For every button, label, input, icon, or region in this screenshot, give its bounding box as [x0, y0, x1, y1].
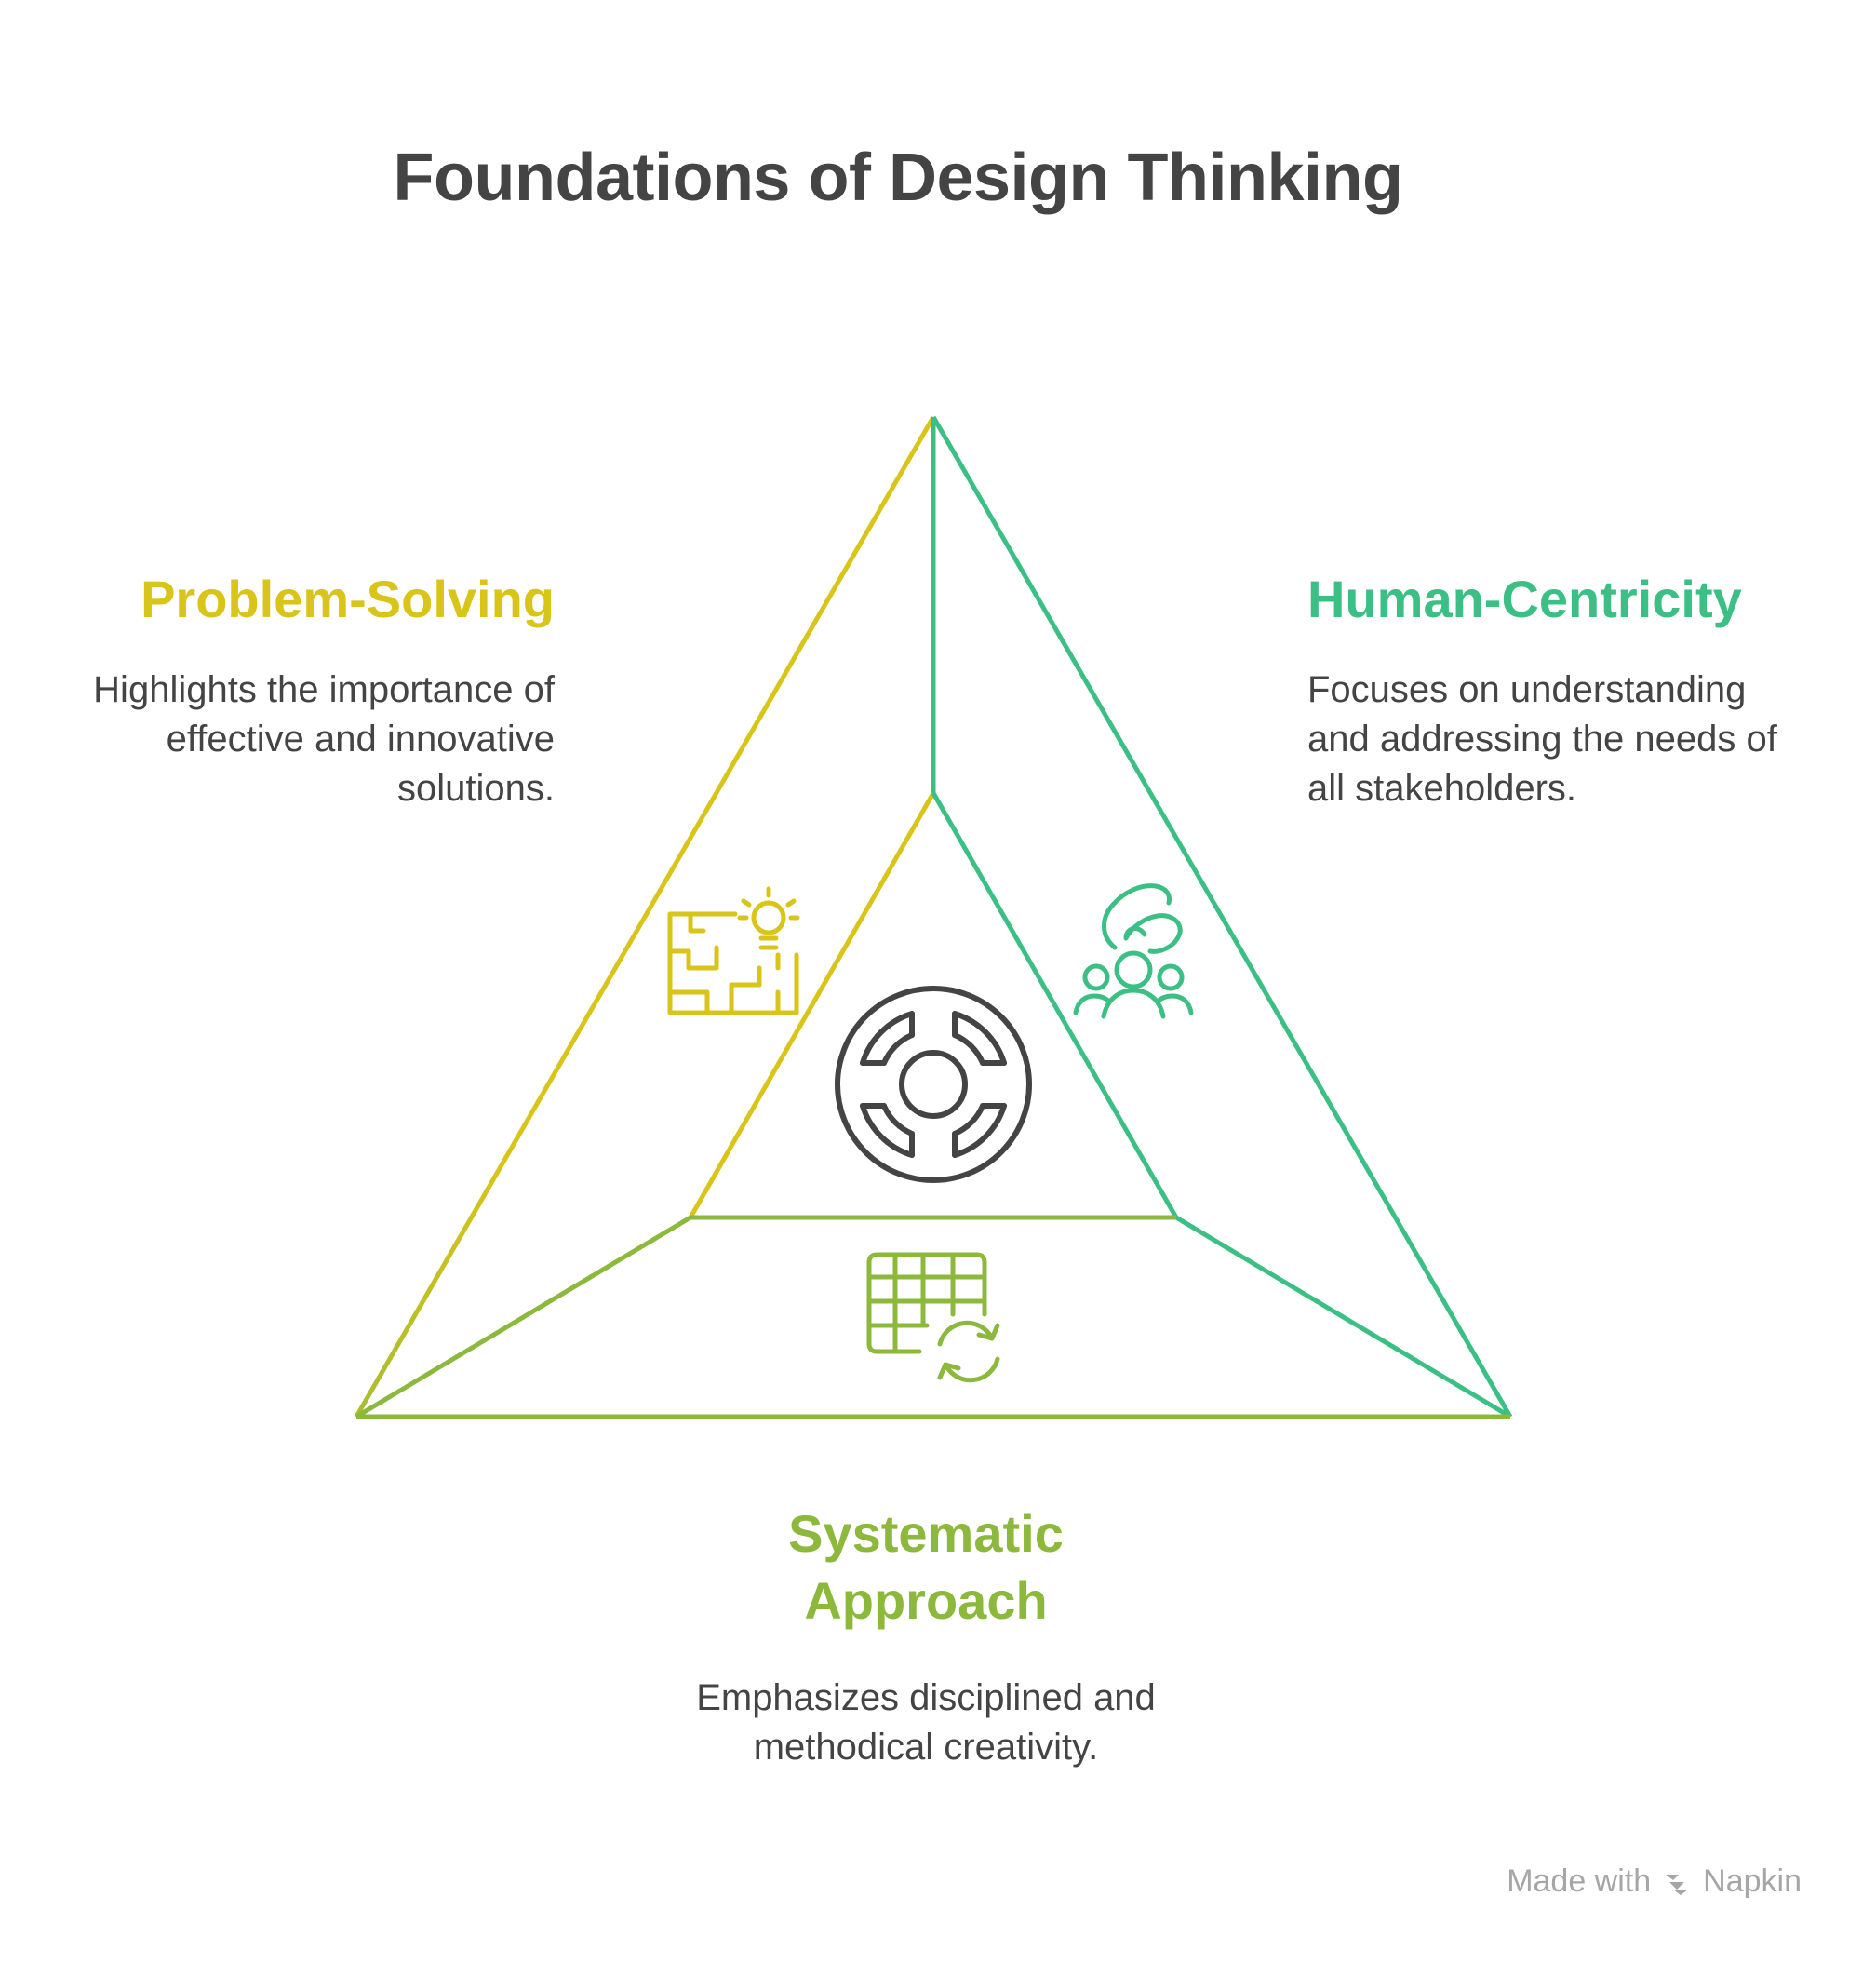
problem-solving-segment — [354, 415, 936, 1419]
systematic-approach-segment — [355, 1215, 1510, 1419]
diagram-title: Foundations of Design Thinking — [393, 141, 1403, 215]
made-with-napkin-footer: Made with Napkin — [1507, 1863, 1802, 1900]
hand-over-people-icon — [1073, 883, 1194, 1019]
human-centricity-segment — [931, 415, 1513, 1419]
napkin-brand-text: Napkin — [1703, 1863, 1802, 1899]
systematic-approach-label: Systematic Approach — [788, 1504, 1064, 1630]
human-centricity-description: Focuses on understanding and addressing … — [1307, 669, 1777, 809]
maze-lightbulb-icon — [667, 886, 800, 1015]
made-with-text: Made with — [1507, 1863, 1652, 1899]
systematic-approach-description: Emphasizes disciplined and methodical cr… — [696, 1677, 1156, 1768]
circular-maze-icon — [835, 986, 1032, 1183]
problem-solving-label: Problem-Solving — [141, 570, 555, 628]
napkin-logo-icon — [1666, 1874, 1689, 1895]
table-refresh-icon — [866, 1252, 1000, 1383]
human-centricity-label: Human-Centricity — [1307, 570, 1742, 628]
problem-solving-description: Highlights the importance of effective a… — [93, 669, 555, 809]
